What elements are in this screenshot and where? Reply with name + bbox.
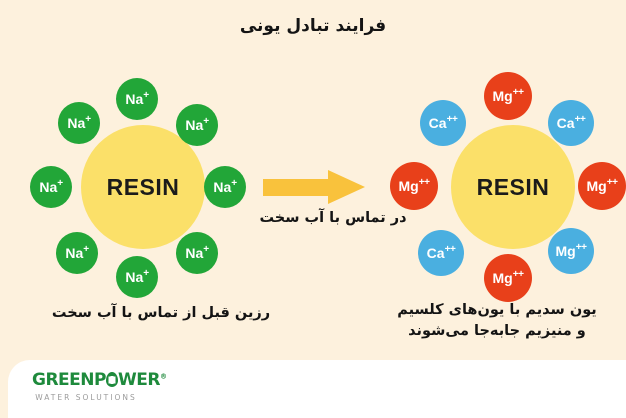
ion-charge: ++ (575, 241, 587, 253)
ion-na-bottom-right: Na+ (176, 232, 218, 274)
left-resin-circle: RESIN (81, 125, 205, 249)
logo-text-part2: WER (117, 370, 160, 390)
ion-symbol: Ca (426, 245, 445, 261)
ion-charge: ++ (418, 176, 430, 188)
right-resin-label: RESIN (476, 173, 550, 200)
page-title: فرایند تبادل یونی (239, 16, 387, 36)
right-caption-line-1: یون سدیم با یون‌های کلسیم (397, 302, 597, 318)
ion-symbol: Na (125, 91, 144, 107)
ion-charge: ++ (444, 243, 456, 255)
ion-symbol: Mg (492, 270, 513, 286)
ion-charge: + (203, 243, 209, 255)
right-caption-line-2: و منیزیم جابه‌جا می‌شوند (408, 323, 586, 340)
ion-symbol: Na (185, 117, 204, 133)
ion-ca-top-right: Ca++ (548, 100, 594, 146)
ion-na-top: Na+ (116, 78, 158, 120)
ion-na-top-right: Na+ (176, 104, 218, 146)
right-resin-circle: RESIN (451, 125, 575, 249)
ion-na-bottom-left: Na+ (56, 232, 98, 274)
ion-mg-top: Mg++ (484, 72, 532, 120)
ion-mg-left: Mg++ (390, 162, 438, 210)
ion-charge: ++ (606, 176, 618, 188)
ion-ca-bottom-left: Ca++ (418, 230, 464, 276)
ion-na-top-left: Na+ (58, 102, 100, 144)
left-ion-cluster: RESIN Na+ Na+ Na+ Na+ Na+ Na+ Na+ Na+ (18, 72, 268, 302)
ion-na-bottom: Na+ (116, 256, 158, 298)
registered-trademark-icon: ® (159, 372, 167, 381)
ion-charge: + (203, 115, 209, 127)
ion-symbol: Na (39, 179, 58, 195)
ion-mg-bottom-right: Mg++ (548, 228, 594, 274)
ion-symbol: Na (213, 179, 232, 195)
left-cluster-caption: رزین قبل از تماس با آب سخت (51, 305, 271, 321)
ion-symbol: Na (65, 245, 84, 261)
logo-subtitle: WATER SOLUTIONS (35, 393, 137, 402)
ion-symbol: Mg (492, 88, 513, 104)
ion-charge: + (85, 113, 91, 125)
ion-mg-bottom: Mg++ (484, 254, 532, 302)
ion-ca-top-left: Ca++ (420, 100, 466, 146)
ion-charge: + (57, 177, 63, 189)
leaf-drop-icon (105, 372, 118, 387)
right-ion-cluster: RESIN Mg++ Ca++ Ca++ Mg++ Mg++ Ca++ Mg++… (388, 72, 626, 302)
footer-panel: GREENP WER® WATER SOLUTIONS (8, 360, 626, 418)
arrow-head-icon (328, 170, 365, 204)
ion-na-left: Na+ (30, 166, 72, 208)
logo-text-part1: GREENP (32, 370, 106, 390)
left-resin-label: RESIN (106, 173, 180, 200)
ion-charge: ++ (512, 268, 524, 280)
ion-symbol: Ca (428, 115, 447, 131)
ion-charge: ++ (574, 113, 586, 125)
arrow-caption: در تماس با آب سخت (259, 210, 407, 226)
ion-na-right: Na+ (204, 166, 246, 208)
ion-symbol: Na (125, 269, 144, 285)
arrow-shaft (263, 179, 331, 196)
transformation-arrow (263, 170, 368, 204)
ion-symbol: Mg (555, 243, 576, 259)
ion-mg-right: Mg++ (578, 162, 626, 210)
ion-symbol: Mg (398, 178, 419, 194)
ion-symbol: Mg (586, 178, 607, 194)
ion-symbol: Ca (556, 115, 575, 131)
ion-symbol: Na (67, 115, 86, 131)
ion-symbol: Na (185, 245, 204, 261)
ion-charge: + (83, 243, 89, 255)
ion-charge: ++ (446, 113, 458, 125)
ion-charge: + (143, 267, 149, 279)
right-cluster-caption: یون سدیم با یون‌های کلسیم و منیزیم جابه‌… (372, 300, 622, 342)
ion-charge: + (143, 89, 149, 101)
brand-logo: GREENP WER® WATER SOLUTIONS (32, 370, 167, 402)
ion-charge: + (231, 177, 237, 189)
ion-charge: ++ (512, 86, 524, 98)
